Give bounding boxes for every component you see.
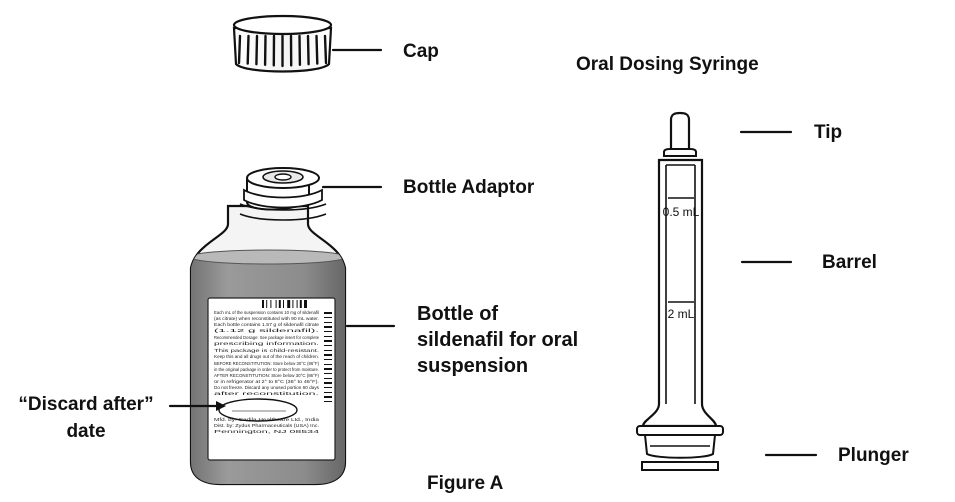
barcode-bar [324, 317, 332, 318]
barcode-bar [324, 373, 332, 374]
leader-lines [168, 48, 818, 457]
bottle-label-text-line: This package is child-resistant. [214, 348, 319, 353]
barcode-bar [270, 300, 272, 308]
bottle-label-line-1: Bottle of [417, 303, 499, 325]
bottle-label-text-line: Do not freeze. Discard any unused portio… [214, 385, 320, 390]
bottle-label-text-line: Recommended Dosage: See package insert f… [214, 335, 319, 340]
bottle-label-text-line: (as citrate) when reconstituted with 90 … [214, 316, 319, 321]
barcode-bar [299, 300, 302, 308]
bottle-label-text-line: in the original package in order to prot… [214, 367, 319, 372]
cap-rib [237, 34, 242, 65]
cap-rib [323, 34, 328, 65]
syringe-illustration [636, 111, 724, 471]
syringe-mark-0-5ml: 0.5 mL [663, 205, 700, 219]
bottle-label-text-line: Mfd. by: Cadila Healthcare Ltd., India [214, 417, 320, 422]
barcode-bar [275, 300, 277, 308]
bottle-adaptor-label: Bottle Adaptor [403, 177, 535, 198]
barcode-bar [324, 354, 332, 356]
cap-rib [246, 34, 250, 65]
barcode-bar [324, 378, 332, 379]
bottle-label-text-line: or in refrigerator at 2° to 8°C (36° to … [214, 379, 319, 384]
barcode-bar [324, 336, 332, 337]
cap-rib [306, 34, 310, 66]
cap-rib [315, 34, 319, 65]
barcode-bar [324, 350, 332, 351]
barcode-bar [324, 401, 332, 402]
figure-caption: Figure A [427, 473, 504, 494]
barcode-bar [324, 340, 332, 342]
plunger-label: Plunger [838, 445, 909, 466]
bottle-illustration: Each mL of the suspension contains 10 mg… [189, 167, 347, 486]
bottle-label-text-line: AFTER RECONSTITUTION: Store below 30°C (… [214, 373, 319, 378]
discard-label-line-2: date [66, 421, 106, 442]
barcode-bar [262, 300, 264, 308]
barcode-bar [304, 300, 307, 308]
barcode-bar [324, 345, 332, 346]
barcode-bar [292, 300, 294, 308]
barcode-bar [324, 368, 332, 370]
barcode-bar [266, 300, 268, 308]
bottle-label-text-line: (1.12 g sildenafil). [214, 328, 319, 333]
barcode-bar [283, 300, 284, 308]
barcode-bar [324, 326, 332, 328]
syringe-mark-2ml: 2 mL [668, 307, 695, 321]
cap-label: Cap [403, 41, 439, 62]
cap-rib [255, 34, 259, 66]
syringe-title: Oral Dosing Syringe [576, 54, 759, 75]
cap-illustration [232, 14, 333, 73]
bottle-label-text-line: prescribing information. [214, 341, 319, 346]
barrel-label: Barrel [822, 252, 877, 273]
barcode-bar [324, 331, 332, 332]
barcode-bar [278, 300, 281, 308]
barcode-bar [287, 300, 291, 308]
tip-label: Tip [814, 122, 843, 143]
barcode-bar [324, 382, 332, 384]
barcode-bar [324, 359, 332, 360]
bottle-label-line-3: suspension [417, 355, 529, 377]
bottle-label-line-2: sildenafil for oral [417, 329, 579, 351]
bottle-label-text-line: Each bottle contains 1.57 g of sildenafi… [214, 322, 319, 327]
barcode-bar [324, 312, 332, 314]
discard-label-line-1: “Discard after” [18, 394, 154, 415]
bottle-label-text-line: Keep this and all drugs out of the reach… [214, 354, 319, 359]
bottle-label-text-line: Dist. by: Zydus Pharmaceuticals (USA) In… [214, 423, 319, 428]
bottle-label-text-line: Pennington, NJ 08534 [214, 429, 320, 434]
barcode-bar [324, 392, 332, 393]
barcode-bar [324, 387, 332, 388]
bottle-label-text-line: Each mL of the suspension contains 10 mg… [214, 310, 319, 315]
barcode-bar [324, 322, 332, 323]
barcode-bar [324, 364, 332, 365]
bottle-label-text-line: after reconstitution. [214, 391, 319, 396]
barcode-bar [296, 300, 298, 308]
bottle-label-text-line: BEFORE RECONSTITUTION: Store below 30°C … [214, 361, 319, 366]
barcode-bar [324, 396, 332, 398]
